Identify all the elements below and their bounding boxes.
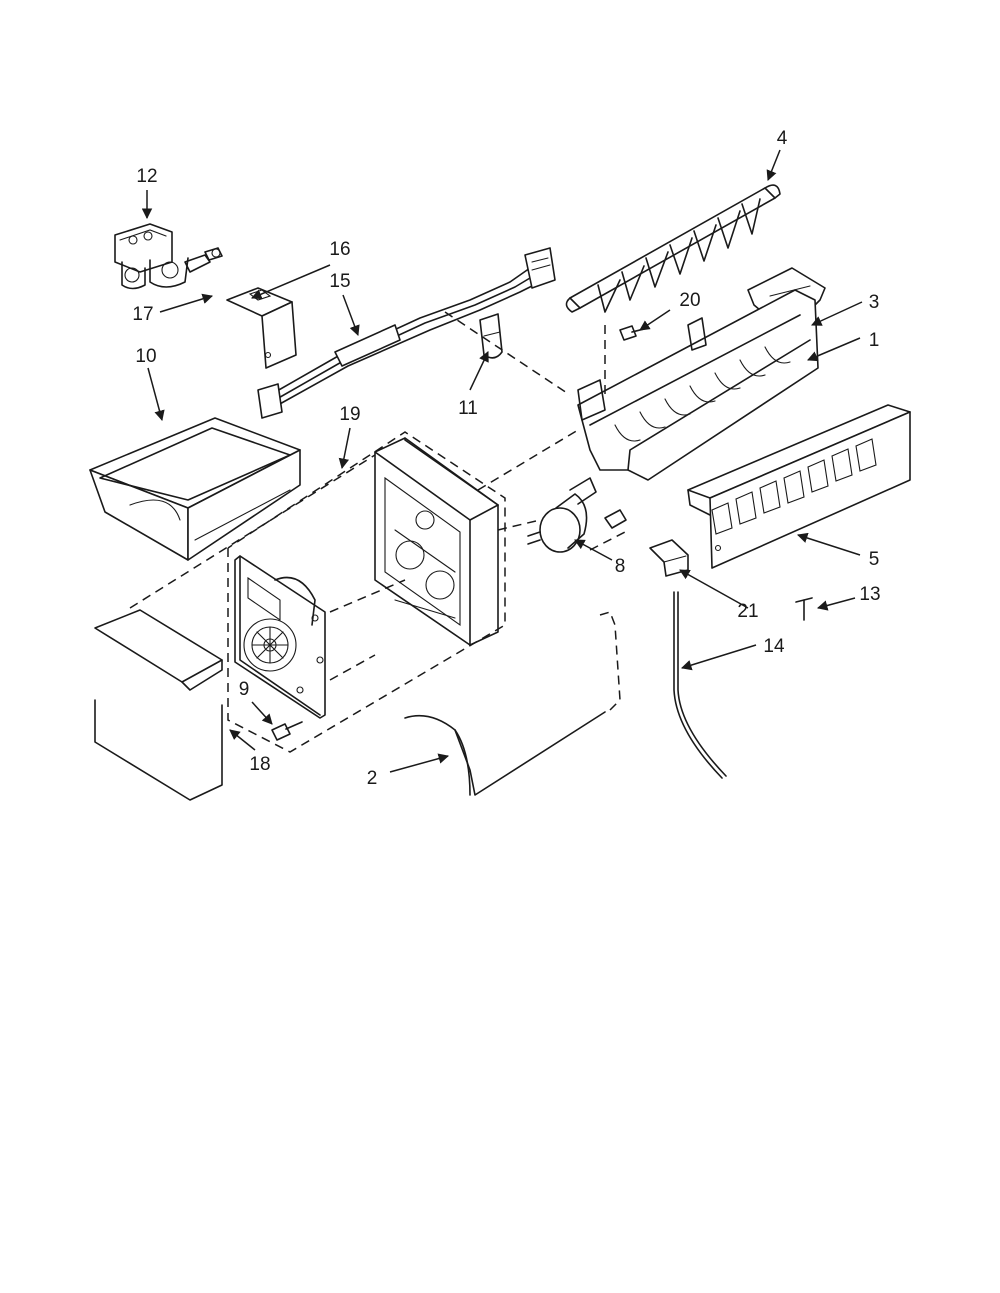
callout-9: 9 [239, 679, 250, 700]
part-ejector [565, 184, 781, 313]
part-valve-screw [204, 247, 223, 261]
part-ice-mold [577, 289, 819, 481]
callout-16: 16 [329, 239, 350, 260]
part-control-housing [374, 437, 499, 646]
callout-4: 4 [777, 128, 788, 149]
part-mold-screw [619, 325, 645, 341]
leader-lines [141, 149, 863, 773]
callout-3: 3 [869, 292, 880, 313]
part-plate-screw [271, 721, 303, 741]
part-wire-harness [257, 247, 556, 419]
callout-14: 14 [763, 636, 785, 657]
part-thermostat [527, 477, 627, 553]
callout-18: 18 [249, 754, 270, 775]
callout-11: 11 [458, 398, 478, 419]
callout-1: 1 [869, 330, 880, 351]
callout-19: 19 [339, 404, 360, 425]
part-ice-bin [89, 417, 301, 561]
part-shutoff-arm [404, 611, 621, 796]
callout-13: 13 [859, 584, 880, 605]
callout-10: 10 [135, 346, 156, 367]
callout-5: 5 [869, 549, 880, 570]
assembly-dashed-lines [129, 311, 626, 753]
part-front-plate [234, 555, 326, 719]
callout-8: 8 [615, 556, 626, 577]
part-water-valve [114, 223, 211, 290]
part-panel-cover [94, 609, 223, 801]
callout-12: 12 [136, 166, 157, 187]
part-fill-tube [673, 591, 727, 779]
part-cover-screw [795, 597, 813, 621]
callout-21: 21 [737, 601, 758, 622]
part-bracket [226, 287, 297, 369]
callout-20: 20 [679, 290, 700, 311]
part-fill-cover [687, 404, 911, 569]
callout-2: 2 [367, 768, 378, 789]
callout-15: 15 [329, 271, 350, 292]
part-harness-clip [479, 313, 503, 359]
callout-labels: 12 17 16 15 10 11 19 4 20 3 1 5 8 21 13 … [132, 128, 880, 789]
callout-17: 17 [132, 304, 153, 325]
